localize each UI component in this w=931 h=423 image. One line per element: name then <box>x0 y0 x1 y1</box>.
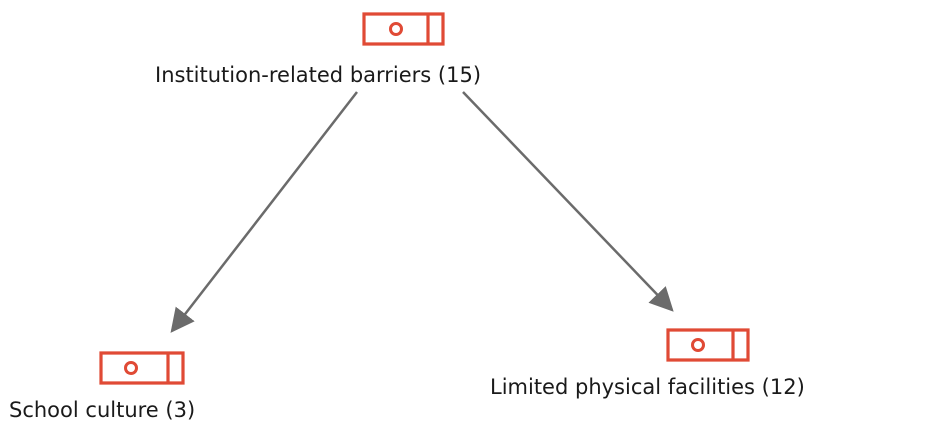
node-institution-related-barriers[interactable]: Institution-related barriers (15) <box>155 12 481 87</box>
code-tag-icon <box>666 328 750 362</box>
edge-root-to-limited-physical-facilities <box>462 91 674 312</box>
node-label: School culture (3) <box>9 398 195 422</box>
node-label: Limited physical facilities (12) <box>490 375 805 399</box>
code-tag-icon <box>99 351 185 385</box>
node-school-culture[interactable]: School culture (3) <box>9 351 195 422</box>
edge-root-to-school-culture <box>170 91 358 333</box>
node-label: Institution-related barriers (15) <box>155 63 481 87</box>
code-tag-icon <box>362 12 445 46</box>
node-limited-physical-facilities[interactable]: Limited physical facilities (12) <box>490 328 805 399</box>
